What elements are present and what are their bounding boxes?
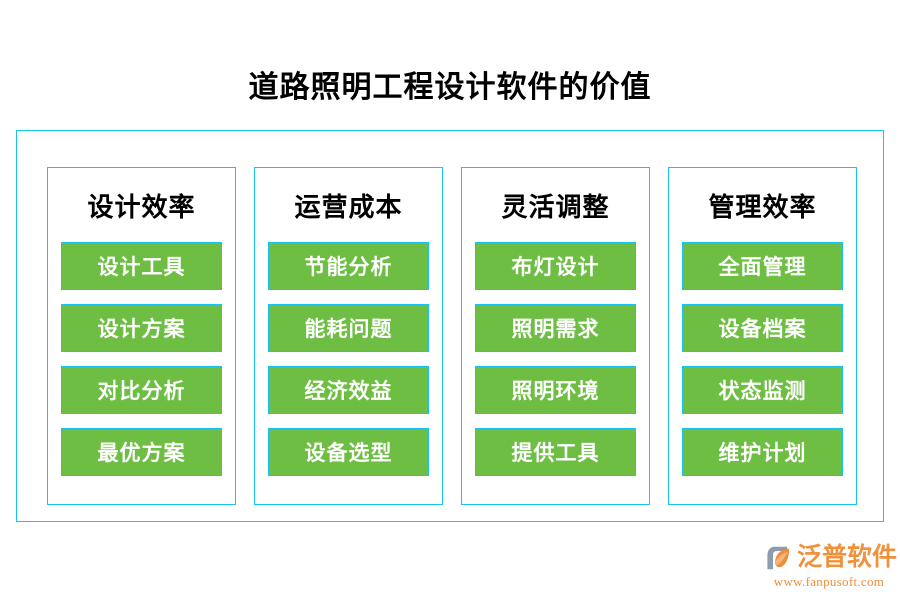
list-item[interactable]: 能耗问题	[268, 304, 429, 352]
column-operating-cost: 运营成本 节能分析 能耗问题 经济效益 设备选型	[254, 167, 443, 505]
list-item[interactable]: 提供工具	[475, 428, 636, 476]
list-item[interactable]: 设计工具	[61, 242, 222, 290]
column-item-list: 全面管理 设备档案 状态监测 维护计划	[682, 242, 843, 476]
logo-top-row: 泛普软件	[766, 543, 897, 573]
list-item[interactable]: 照明需求	[475, 304, 636, 352]
list-item[interactable]: 全面管理	[682, 242, 843, 290]
column-design-efficiency: 设计效率 设计工具 设计方案 对比分析 最优方案	[47, 167, 236, 505]
diagram-outer-frame	[16, 130, 884, 522]
column-item-list: 布灯设计 照明需求 照明环境 提供工具	[475, 242, 636, 476]
column-title: 运营成本	[294, 193, 403, 222]
list-item[interactable]: 照明环境	[475, 366, 636, 414]
column-title: 灵活调整	[501, 193, 610, 222]
list-item[interactable]: 布灯设计	[475, 242, 636, 290]
fanpu-logo: 泛普软件 www.fanpusoft.com	[766, 543, 897, 591]
column-item-list: 设计工具 设计方案 对比分析 最优方案	[61, 242, 222, 476]
column-title: 设计效率	[87, 193, 196, 222]
list-item[interactable]: 状态监测	[682, 366, 843, 414]
column-management-efficiency: 管理效率 全面管理 设备档案 状态监测 维护计划	[668, 167, 857, 505]
column-item-list: 节能分析 能耗问题 经济效益 设备选型	[268, 242, 429, 476]
column-flexible-adjustment: 灵活调整 布灯设计 照明需求 照明环境 提供工具	[461, 167, 650, 505]
columns-container: 设计效率 设计工具 设计方案 对比分析 最优方案 运营成本 节能分析 能耗问题 …	[47, 167, 857, 505]
list-item[interactable]: 设计方案	[61, 304, 222, 352]
column-title: 管理效率	[708, 193, 817, 222]
list-item[interactable]: 设备档案	[682, 304, 843, 352]
list-item[interactable]: 经济效益	[268, 366, 429, 414]
page-title: 道路照明工程设计软件的价值	[248, 71, 652, 104]
list-item[interactable]: 对比分析	[61, 366, 222, 414]
list-item[interactable]: 节能分析	[268, 242, 429, 290]
fanpu-logo-mark-icon	[767, 546, 790, 570]
logo-brand-text: 泛普软件	[797, 544, 898, 571]
list-item[interactable]: 维护计划	[682, 428, 843, 476]
list-item[interactable]: 设备选型	[268, 428, 429, 476]
logo-url-text: www.fanpusoft.com	[773, 574, 885, 589]
list-item[interactable]: 最优方案	[61, 428, 222, 476]
